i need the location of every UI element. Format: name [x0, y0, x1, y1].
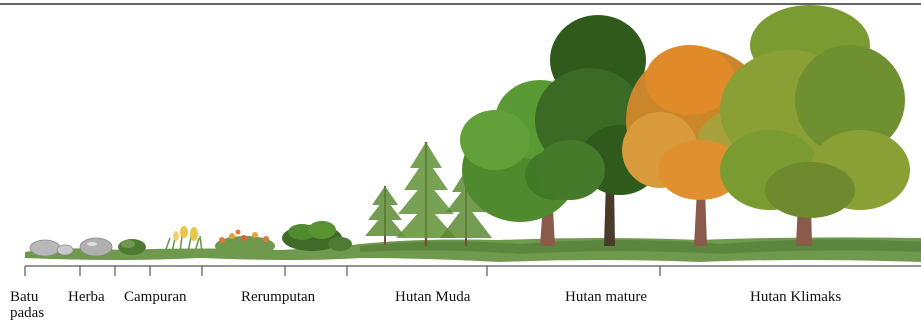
stage-label-hutan-mature: Hutan mature: [565, 289, 647, 305]
rock-icon: [30, 238, 112, 256]
stage-label-herba: Herba: [68, 289, 105, 305]
stage-label-hutan-muda: Hutan Muda: [395, 289, 470, 305]
shrub-icon: [282, 221, 352, 251]
grass-icon: [165, 226, 202, 252]
flower-bush-icon: [215, 230, 275, 257]
ground-strip: [25, 237, 921, 262]
shrub-icon: [118, 239, 146, 255]
stage-label-batu-padas: Batu padas: [10, 289, 50, 321]
deciduous-tree-icon: [720, 5, 910, 246]
stage-axis: [25, 266, 921, 276]
stage-label-hutan-klimaks: Hutan Klimaks: [750, 289, 841, 305]
stage-label-campuran: Campuran: [124, 289, 186, 305]
stage-label-rerumputan: Rerumputan: [241, 289, 315, 305]
